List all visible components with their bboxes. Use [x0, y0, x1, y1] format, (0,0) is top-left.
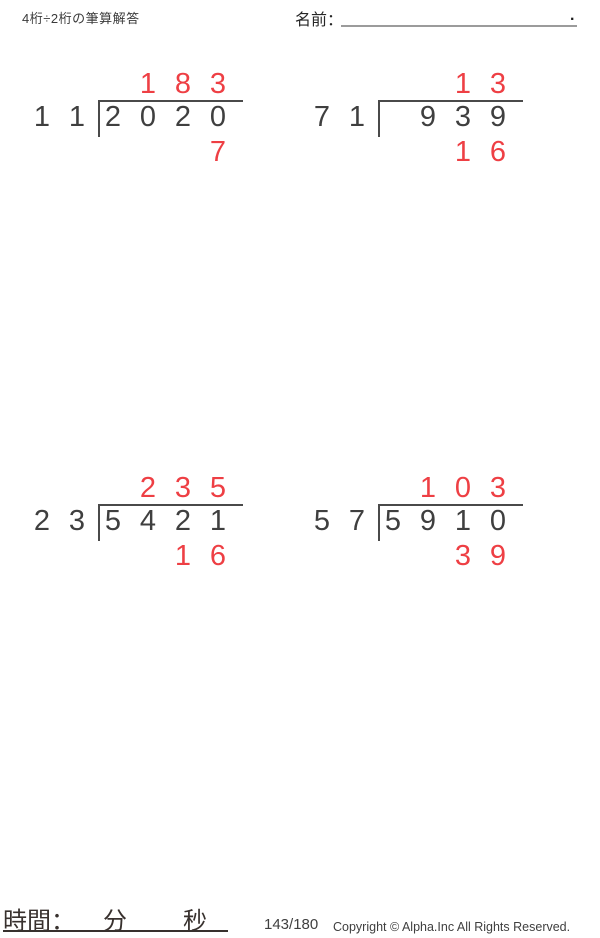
divisor-digit: 1 [348, 101, 366, 133]
divisor-digit: 1 [68, 101, 86, 133]
divisor-digit: 2 [33, 505, 51, 537]
dividend-digit: 4 [139, 505, 157, 537]
division-bracket-stem [98, 100, 101, 137]
division-bracket-stem [378, 100, 381, 137]
dividend-digit: 5 [104, 505, 122, 537]
remainder-digit: 6 [209, 540, 227, 572]
dividend-digit: 0 [489, 505, 507, 537]
remainder-digit: 1 [454, 136, 472, 168]
dividend-digit: 2 [174, 101, 192, 133]
remainder-digit: 1 [174, 540, 192, 572]
minutes-label: 分 [103, 908, 127, 935]
divisor-digit: 7 [348, 505, 366, 537]
dividend-digit: 9 [419, 505, 437, 537]
quotient-digit: 3 [489, 68, 507, 100]
page-number: 143/180 [264, 916, 319, 933]
division-bracket-stem [378, 504, 381, 541]
seconds-label: 秒 [183, 908, 207, 935]
name-label: 名前： [295, 12, 344, 29]
quotient-digit: 8 [174, 68, 192, 100]
quotient-digit: 2 [139, 472, 157, 504]
quotient-digit: 3 [209, 68, 227, 100]
time-label: 時間： [3, 908, 75, 935]
dividend-digit: 9 [489, 101, 507, 133]
time-entry-row[interactable]: 時間： 分 秒 [3, 901, 228, 935]
name-input-line[interactable] [341, 25, 577, 27]
dividend-digit: 3 [454, 101, 472, 133]
dividend-digit: 1 [454, 505, 472, 537]
dividend-digit: 2 [174, 505, 192, 537]
dividend-digit: 9 [419, 101, 437, 133]
quotient-digit: 1 [419, 472, 437, 504]
division-bracket-bar [378, 504, 523, 507]
remainder-digit: 3 [454, 540, 472, 572]
divisor-digit: 3 [68, 505, 86, 537]
dividend-digit: 5 [384, 505, 402, 537]
division-bracket-bar [98, 504, 243, 507]
dividend-digit: 2 [104, 101, 122, 133]
remainder-digit: 9 [489, 540, 507, 572]
dividend-digit: 0 [209, 101, 227, 133]
name-line-period: . [570, 7, 575, 24]
division-bracket-stem [98, 504, 101, 541]
quotient-digit: 3 [174, 472, 192, 504]
divisor-digit: 1 [33, 101, 51, 133]
quotient-digit: 3 [489, 472, 507, 504]
division-bracket-bar [98, 100, 243, 103]
quotient-digit: 1 [139, 68, 157, 100]
quotient-digit: 0 [454, 472, 472, 504]
quotient-digit: 5 [209, 472, 227, 504]
dividend-digit: 1 [209, 505, 227, 537]
remainder-digit: 6 [489, 136, 507, 168]
quotient-digit: 1 [454, 68, 472, 100]
divisor-digit: 7 [313, 101, 331, 133]
worksheet-title: 4桁÷2桁の筆算解答 [22, 11, 140, 26]
copyright-notice: Copyright © Alpha.Inc All Rights Reserve… [333, 920, 571, 934]
division-bracket-bar [378, 100, 523, 103]
divisor-digit: 5 [313, 505, 331, 537]
remainder-digit: 7 [209, 136, 227, 168]
dividend-digit: 0 [139, 101, 157, 133]
